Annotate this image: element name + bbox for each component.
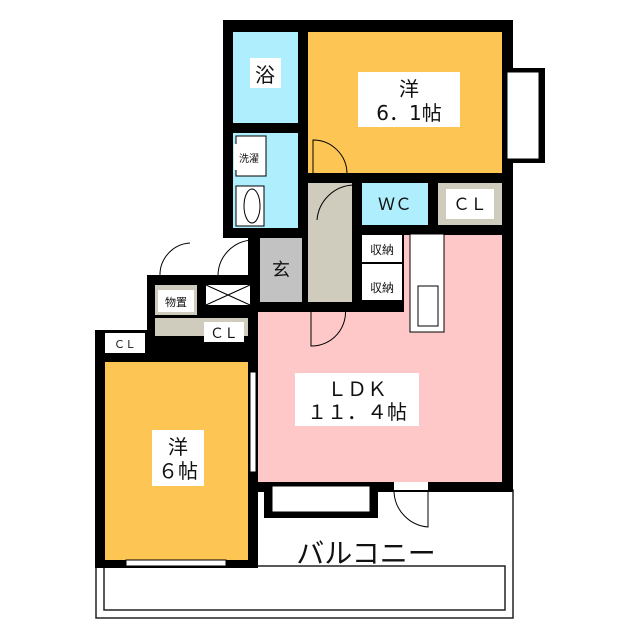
label-western1-name: 洋 [399,77,419,101]
window-western2 [125,559,227,567]
label-laundry: 洗濯 [239,153,259,165]
label-closet3: ＣＬ [114,338,136,351]
label-wc: ＷＣ [378,195,412,215]
label-ldk-size: １１．４帖 [307,400,407,424]
room-storage1 [362,235,402,262]
room-closet3 [105,333,145,353]
door-storeroom-arc [159,242,191,277]
door-balcony-opening [394,482,428,490]
label-closet2: ＣＬ [210,326,238,342]
label-balcony: バルコニー [296,537,435,570]
door-balcony-arc [393,490,429,528]
label-bath: 浴 [255,63,275,87]
label-storeroom: 物置 [165,295,187,309]
bay-window-glass [506,71,540,160]
room-hall [308,183,352,302]
label-western2-size: ６帖 [158,459,198,483]
balcony-inner [103,565,506,611]
door-entrance-arc [217,239,254,276]
room-storage2 [362,264,402,300]
label-closet1: ＣＬ [453,195,487,215]
label-entrance: 玄 [272,260,290,281]
label-western2-name: 洋 [168,435,188,459]
door-western1-arc [312,139,348,175]
room-wc [362,183,428,225]
room-entrance [260,238,302,302]
window-ldk-glass [271,485,371,513]
label-storage1: 収納 [370,243,394,257]
label-western1-size: 6．1帖 [376,101,441,125]
label-storage2: 収納 [370,281,394,295]
sink-basin [243,188,261,224]
duct-cross [205,284,251,306]
door-ldk-arc [310,303,347,347]
label-ldk-name: ＬＤＫ [327,377,387,401]
door-wc-arc [316,184,354,221]
window-western2-side [249,371,257,473]
kitchen-sink [417,285,439,327]
